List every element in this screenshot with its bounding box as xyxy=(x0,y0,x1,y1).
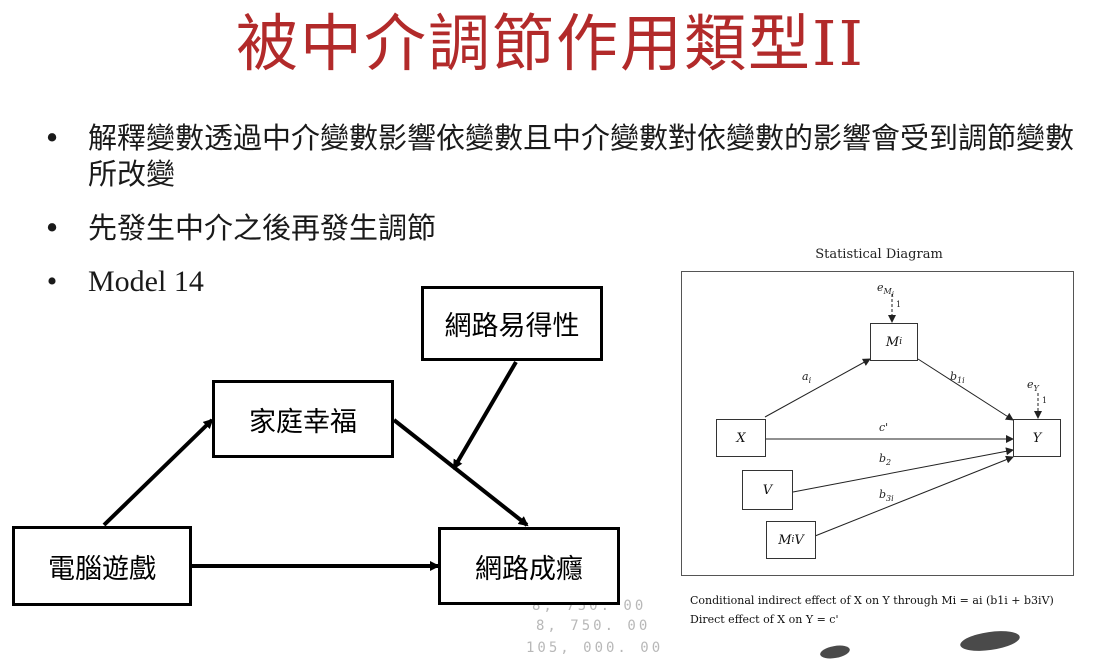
node-mv-sub: i xyxy=(791,535,795,545)
path-b3 xyxy=(814,455,1014,537)
path-b1 xyxy=(917,358,1014,421)
caption-direct-effect: Direct effect of X on Y = c' xyxy=(690,613,839,626)
arrow-family-to-addiction xyxy=(392,418,529,527)
statistical-diagram-title: Statistical Diagram xyxy=(815,247,943,262)
caption-conditional-indirect: Conditional indirect effect of X on Y th… xyxy=(690,594,1054,607)
path-b2-text: b xyxy=(879,452,887,465)
error-y-label: eY xyxy=(1027,378,1039,393)
bullet-marker: • xyxy=(46,265,58,298)
error-m-label: eMi xyxy=(877,281,894,299)
background-number: 8, 750. 00 xyxy=(536,618,651,634)
error-y-one: 1 xyxy=(1042,396,1048,405)
node-internet-availability: 網路易得性 xyxy=(421,286,603,361)
error-y-sub: Y xyxy=(1033,384,1039,394)
path-b1-text: b xyxy=(950,370,958,383)
arrow-computer-to-family xyxy=(102,418,214,527)
path-a xyxy=(764,358,871,418)
arrow-availability-to-path xyxy=(452,360,518,470)
background-number: 105, 000. 00 xyxy=(526,640,664,656)
error-m-sub: M xyxy=(883,287,892,297)
bullet-item: • 解釋變數透過中介變數影響依變數且中介變數對依變數的影響會受到調節變數所改變 xyxy=(42,120,1097,192)
bullet-list: • 解釋變數透過中介變數影響依變數且中介變數對依變數的影響會受到調節變數所改變 … xyxy=(42,120,1097,318)
bullet-item: • Model 14 xyxy=(42,264,1097,300)
path-b3-text: b xyxy=(879,488,887,501)
path-b1-label: b1i xyxy=(950,370,965,385)
path-c-label: c' xyxy=(879,421,889,434)
pen-decoration xyxy=(819,643,851,661)
bullet-text: Model 14 xyxy=(88,265,204,298)
error-m-e: e xyxy=(877,281,884,294)
path-b3-sub: 3i xyxy=(886,494,894,504)
path-a-text: a xyxy=(802,370,809,383)
error-y-e: e xyxy=(1027,378,1034,391)
node-computer-games: 電腦遊戲 xyxy=(12,526,192,606)
pen-decoration xyxy=(959,627,1021,655)
bullet-text: 先發生中介之後再發生調節 xyxy=(88,211,437,245)
path-b2-sub: 2 xyxy=(886,458,892,468)
node-mv-label: M xyxy=(778,532,792,548)
path-a-sub: i xyxy=(808,376,812,386)
statistical-paths xyxy=(764,294,1042,537)
path-b1-sub: 1i xyxy=(957,376,965,386)
path-b2-label: b2 xyxy=(879,452,891,467)
node-y: Y xyxy=(1013,419,1061,457)
conceptual-arrows xyxy=(102,360,529,571)
node-v: V xyxy=(742,470,793,510)
error-m-subsub: i xyxy=(891,290,894,299)
node-internet-addiction: 網路成癮 xyxy=(438,527,620,605)
bullet-marker: • xyxy=(43,121,61,155)
path-b3-label: b3i xyxy=(879,488,894,503)
slide-title: 被中介調節作用類型II xyxy=(236,7,865,80)
error-m-one: 1 xyxy=(896,300,902,309)
node-x: X xyxy=(716,419,766,457)
bullet-item: • 先發生中介之後再發生調節 xyxy=(42,210,1097,246)
path-b2 xyxy=(792,447,1014,493)
path-a-label: ai xyxy=(802,370,811,385)
node-m-sub: i xyxy=(899,337,903,347)
bullet-text: 解釋變數透過中介變數影響依變數且中介變數對依變數的影響會受到調節變數所改變 xyxy=(88,121,1075,191)
bullet-marker: • xyxy=(43,211,61,245)
node-m-label: M xyxy=(885,334,900,350)
node-family-happiness: 家庭幸福 xyxy=(212,380,394,458)
node-mv-tail: V xyxy=(794,532,804,548)
